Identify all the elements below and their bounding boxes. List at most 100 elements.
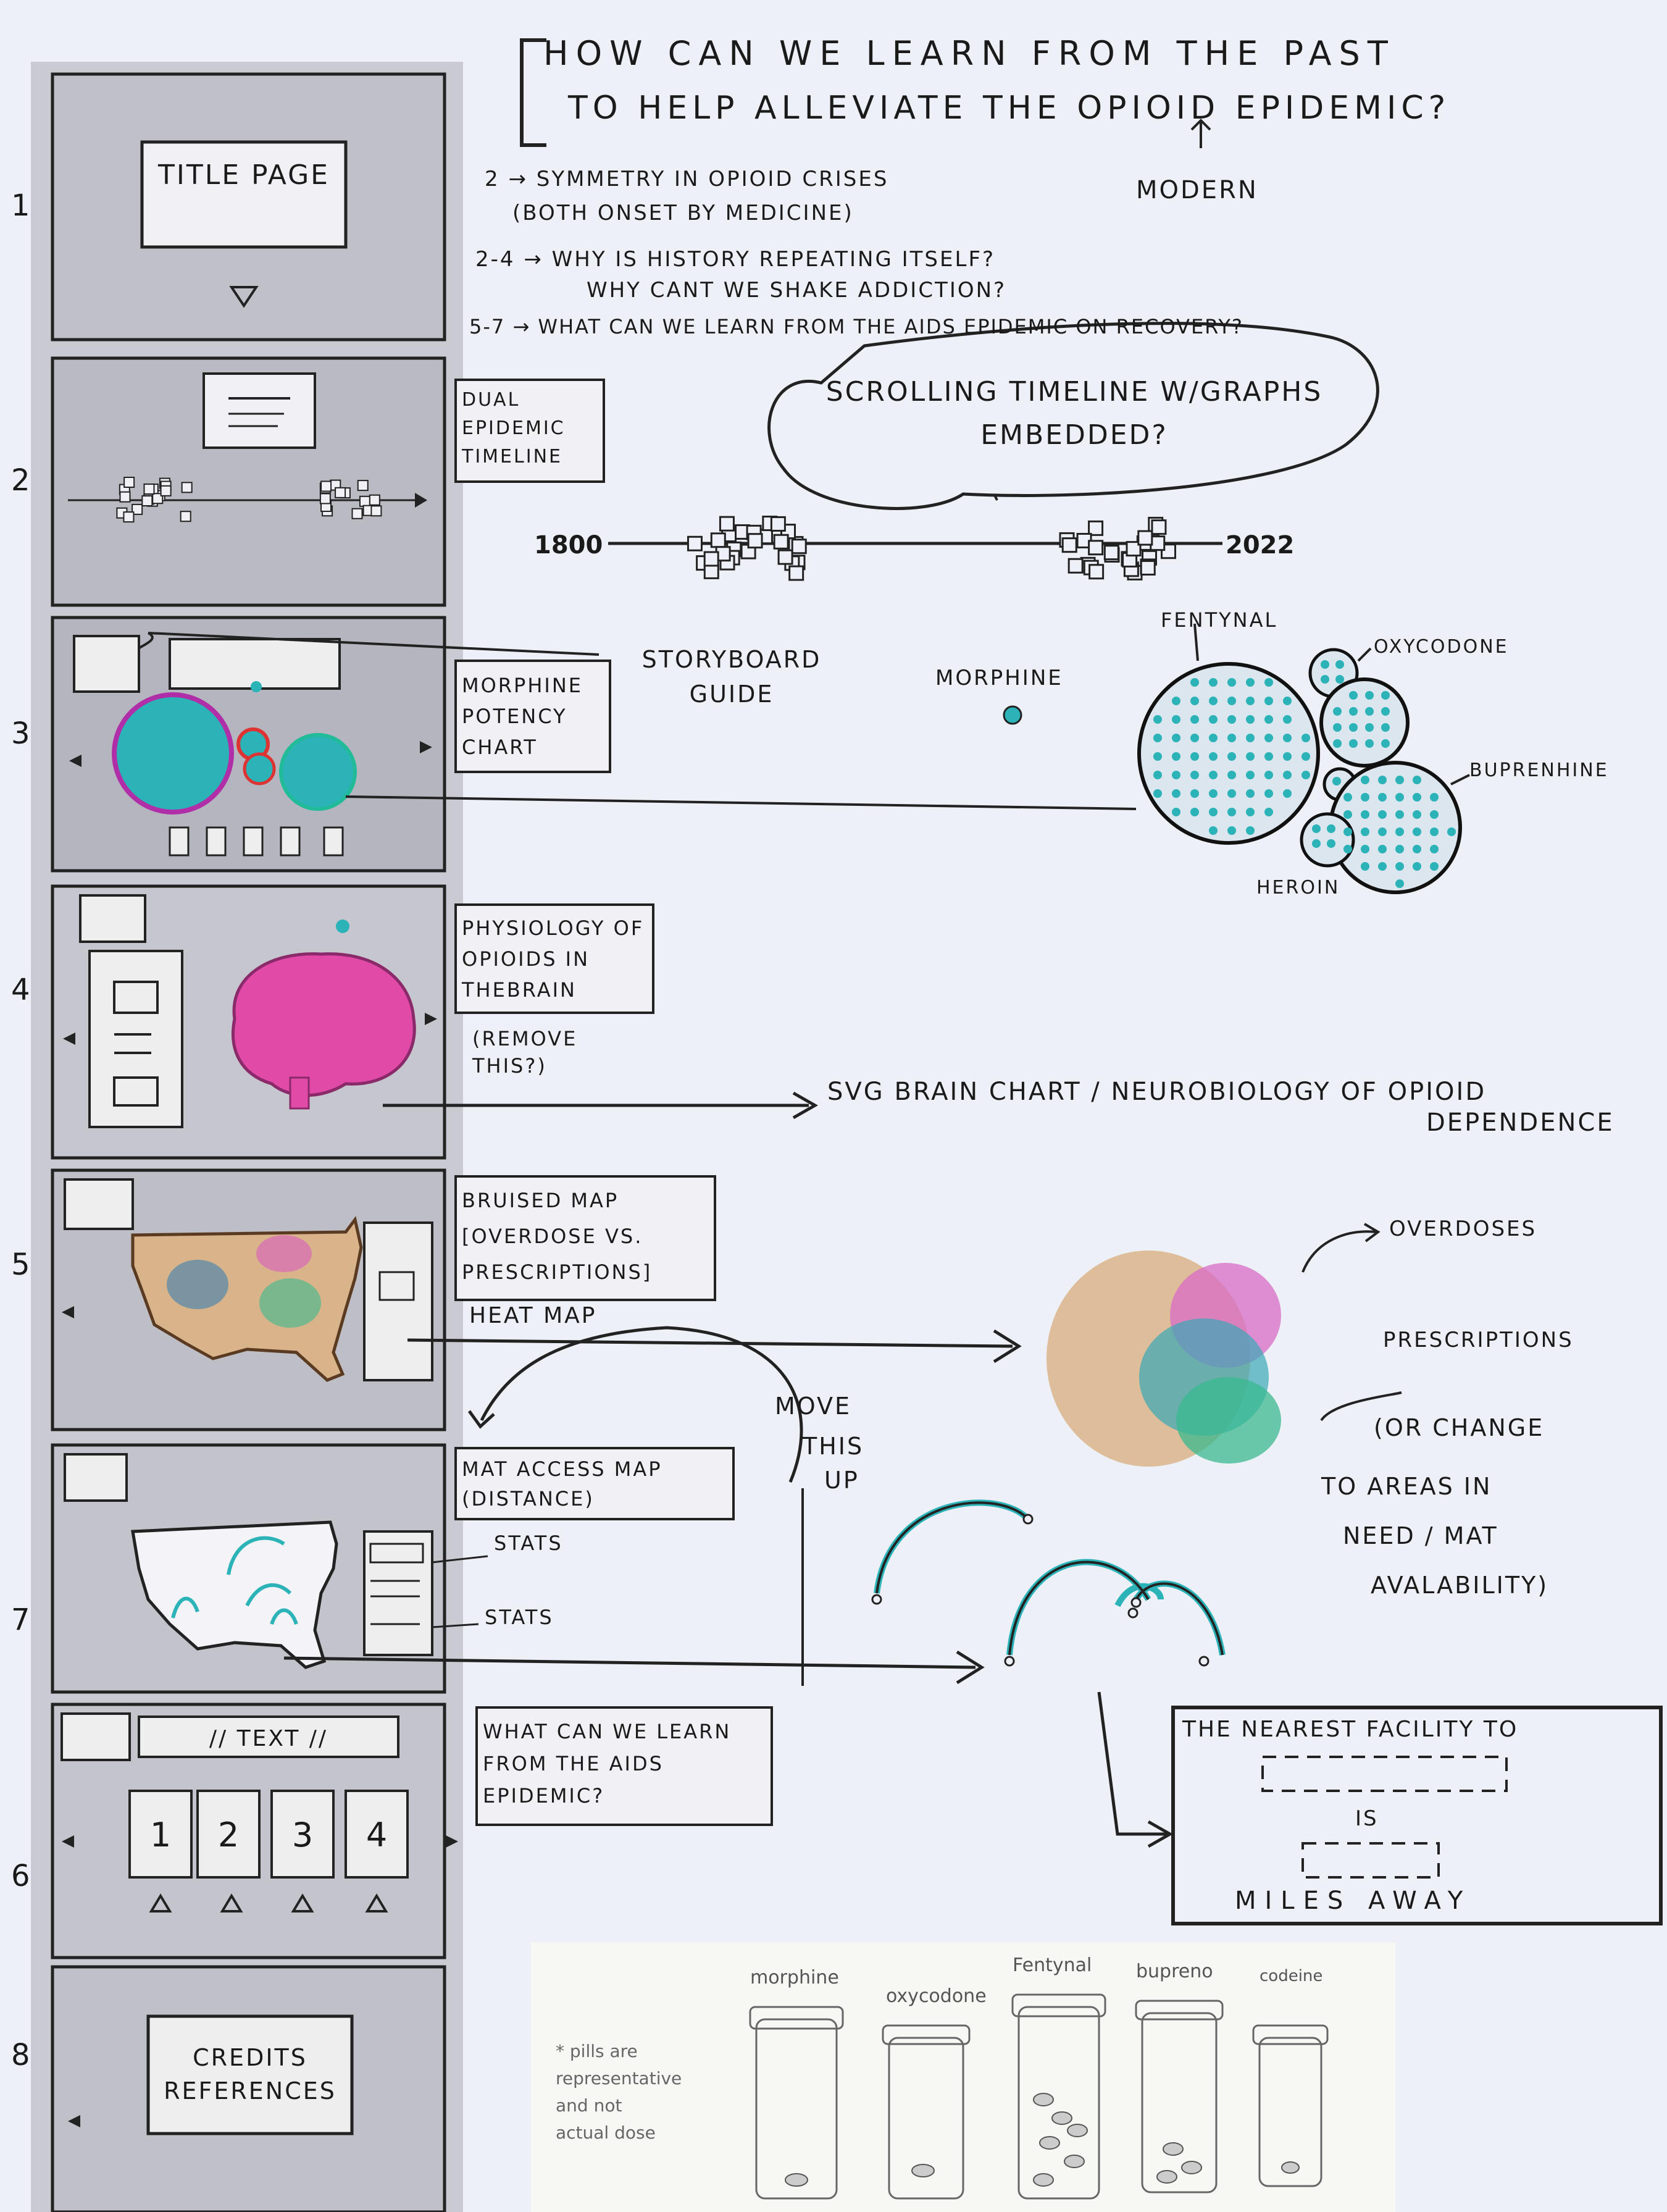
next-arrow-icon[interactable] (415, 493, 427, 508)
timeline-event-square (357, 480, 369, 492)
potency-dot (1365, 723, 1374, 732)
frame-8 (51, 1965, 446, 2212)
question-line-2: TO HELP ALLEVIATE THE OPIOID EPIDEMIC? (568, 90, 1451, 127)
potency-dot (1246, 771, 1255, 779)
timeline-event-square (320, 480, 332, 492)
note-line: WHY CANT WE SHAKE ADDICTION? (587, 278, 1007, 303)
frame-3-label: MORPHINE POTENCY CHART (462, 674, 583, 759)
potency-dot (1413, 845, 1421, 853)
next-arrow-icon[interactable] (420, 741, 432, 753)
potency-dot (1283, 715, 1292, 724)
potency-dot (1209, 678, 1218, 687)
fentanyl-label: FENTYNAL (1161, 608, 1278, 632)
next-arrow-icon[interactable] (425, 1013, 437, 1025)
card-number[interactable]: 2 (217, 1816, 240, 1854)
overdoses-label: OVERDOSES (1389, 1217, 1537, 1241)
frame-5-label: BRUISED MAP [OVERDOSE VS. PRESCRIPTIONS] (462, 1189, 653, 1284)
prev-arrow-icon[interactable] (68, 2115, 80, 2127)
prev-arrow-icon[interactable] (63, 1033, 75, 1045)
frame-number: 2 (11, 463, 30, 498)
potency-dot (1190, 678, 1199, 687)
move-note: UP (824, 1467, 859, 1494)
timeline-event-square (747, 533, 763, 549)
card-number[interactable]: 4 (366, 1816, 388, 1854)
potency-dot (1361, 776, 1369, 784)
frame-1 (51, 72, 446, 341)
distance-arcs (874, 1499, 1226, 1656)
potency-dot (1209, 789, 1218, 798)
facility-is: IS (1355, 1806, 1379, 1831)
jar-label: codeine (1260, 1967, 1323, 1985)
morphine-dot (1003, 705, 1022, 725)
down-arrow-icon[interactable] (229, 286, 259, 308)
potency-dot (1246, 734, 1255, 742)
prev-arrow-icon[interactable] (62, 1835, 74, 1848)
potency-dot (1264, 789, 1273, 798)
potency-dot (1264, 734, 1273, 742)
potency-dot (1312, 839, 1321, 848)
potency-dot (1283, 771, 1292, 779)
potency-dot (1395, 879, 1404, 888)
potency-dot (1378, 776, 1387, 784)
potency-dot (1378, 845, 1387, 853)
potency-dot (1381, 723, 1390, 732)
potency-dot (1172, 752, 1180, 761)
frame-number: 6 (11, 1859, 30, 1893)
credits-label: CREDITS REFERENCES (164, 2044, 336, 2105)
location-input-slot[interactable] (1261, 1756, 1508, 1792)
potency-dot (1395, 827, 1404, 836)
prev-arrow-icon[interactable] (62, 1306, 74, 1318)
potency-dot (1365, 739, 1374, 748)
frame-3 (51, 616, 446, 873)
potency-dot (1246, 715, 1255, 724)
alt-note: (OR CHANGE (1374, 1414, 1545, 1441)
potency-dot (1378, 862, 1387, 871)
potency-bubbles (1137, 648, 1462, 894)
potency-dot (1190, 771, 1199, 779)
timeline-event-square (1088, 540, 1104, 556)
potency-dot (1395, 810, 1404, 819)
potency-dot (1227, 808, 1236, 816)
frame-number: 5 (11, 1247, 30, 1282)
potency-dot (1246, 826, 1255, 835)
timeline-event-square (180, 511, 191, 522)
timeline-event-square (777, 549, 793, 565)
potency-dot (1172, 697, 1180, 705)
note-line: 2 → SYMMETRY IN OPIOID CRISES (485, 167, 889, 191)
note-line: (BOTH ONSET BY MEDICINE) (512, 201, 854, 225)
potency-dot (1361, 862, 1369, 871)
pills-note-line: representative (556, 2068, 682, 2088)
timeline-event-square (1088, 520, 1104, 536)
card-number[interactable]: 3 (291, 1816, 314, 1854)
next-arrow-icon[interactable] (446, 1835, 458, 1848)
potency-dot (1264, 752, 1273, 761)
potency-dot (1413, 810, 1421, 819)
timeline-event-square (370, 505, 382, 517)
potency-dot (1172, 734, 1180, 742)
potency-dot (1264, 678, 1273, 687)
buprenorphine-label: BUPRENHINE (1469, 760, 1609, 781)
frame-number: 7 (11, 1602, 30, 1637)
frame-4-label: PHYSIOLOGY OF OPIOIDS IN THEBRAIN (462, 916, 645, 1002)
jar-label: bupreno (1136, 1961, 1213, 1982)
prev-arrow-icon[interactable] (69, 755, 81, 767)
timeline-event-square (791, 538, 807, 555)
potency-dot (1413, 776, 1421, 784)
jar-label: morphine (750, 1967, 839, 1988)
potency-dot (1264, 715, 1273, 724)
potency-dot (1246, 678, 1255, 687)
potency-dot (1361, 793, 1369, 802)
timeline-event-square (788, 565, 804, 581)
potency-dot (1153, 734, 1162, 742)
potency-dot (1349, 707, 1358, 716)
potency-dot (1343, 793, 1352, 802)
potency-dot (1283, 789, 1292, 798)
potency-dot (1349, 739, 1358, 748)
pills-note-line: and not (556, 2095, 622, 2116)
potency-dot (1395, 776, 1404, 784)
potency-dot (1333, 739, 1342, 748)
potency-dot (1361, 827, 1369, 836)
frame-number: 3 (11, 716, 30, 751)
potency-dot (1227, 752, 1236, 761)
card-number[interactable]: 1 (149, 1816, 172, 1854)
